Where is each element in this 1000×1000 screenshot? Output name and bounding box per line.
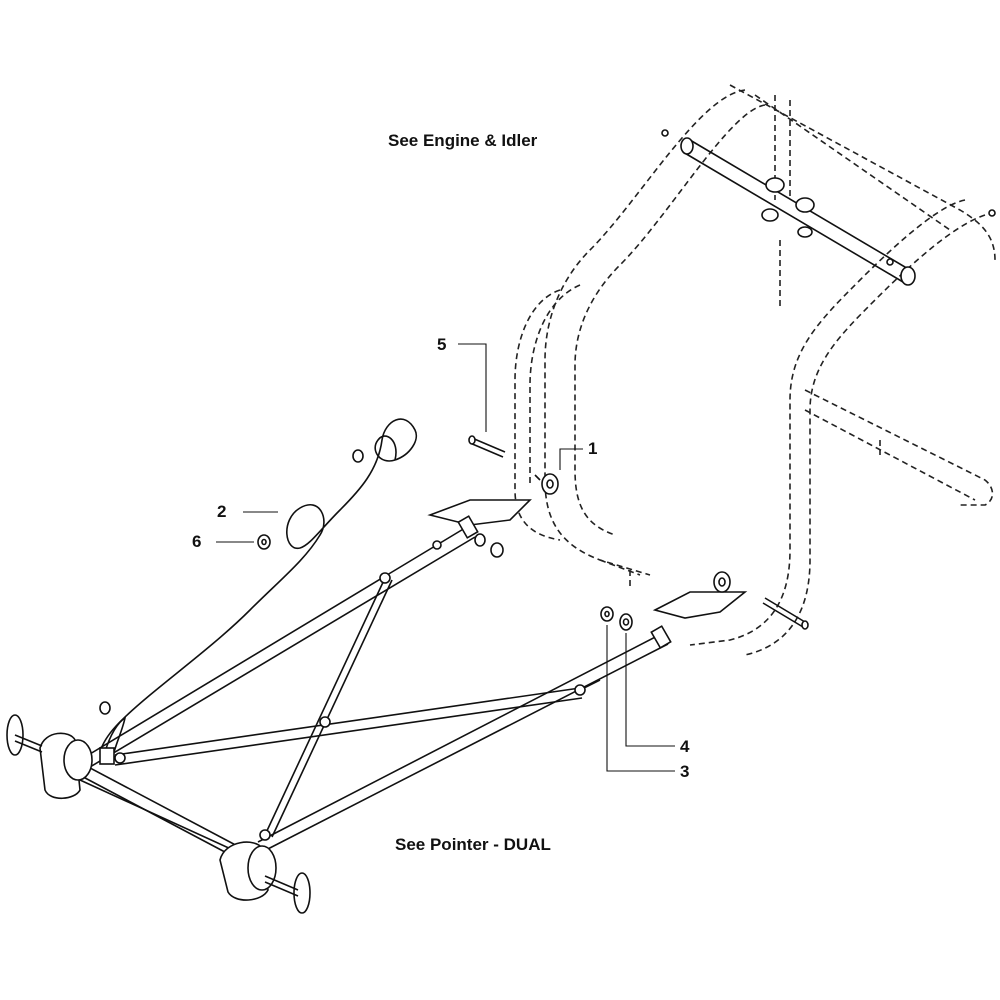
mower-frame [514,84,996,656]
part-6-nut [257,534,271,550]
part-5b-bolt [762,597,809,630]
leader-lines [216,343,675,772]
callout-6: 6 [192,532,202,551]
callout-2: 2 [217,502,227,521]
mount-brackets [427,499,748,619]
part-2-cable [99,418,417,765]
caption-pointer-dual: See Pointer - DUAL [395,835,551,854]
part-5-bolt [468,435,506,458]
pull-frame [69,515,672,861]
callout-5: 5 [437,335,447,354]
caption-engine-idler: See Engine & Idler [388,131,538,150]
right-roller [219,841,311,914]
callout-1: 1 [588,439,598,458]
callout-4: 4 [680,737,690,756]
part-1-bushing [534,473,559,495]
part-4-washer [619,613,633,631]
extra-nuts [99,449,504,715]
callout-3: 3 [680,762,690,781]
part-1b-bushing [713,571,731,593]
part-3-nut [600,606,614,622]
left-roller [6,714,93,800]
